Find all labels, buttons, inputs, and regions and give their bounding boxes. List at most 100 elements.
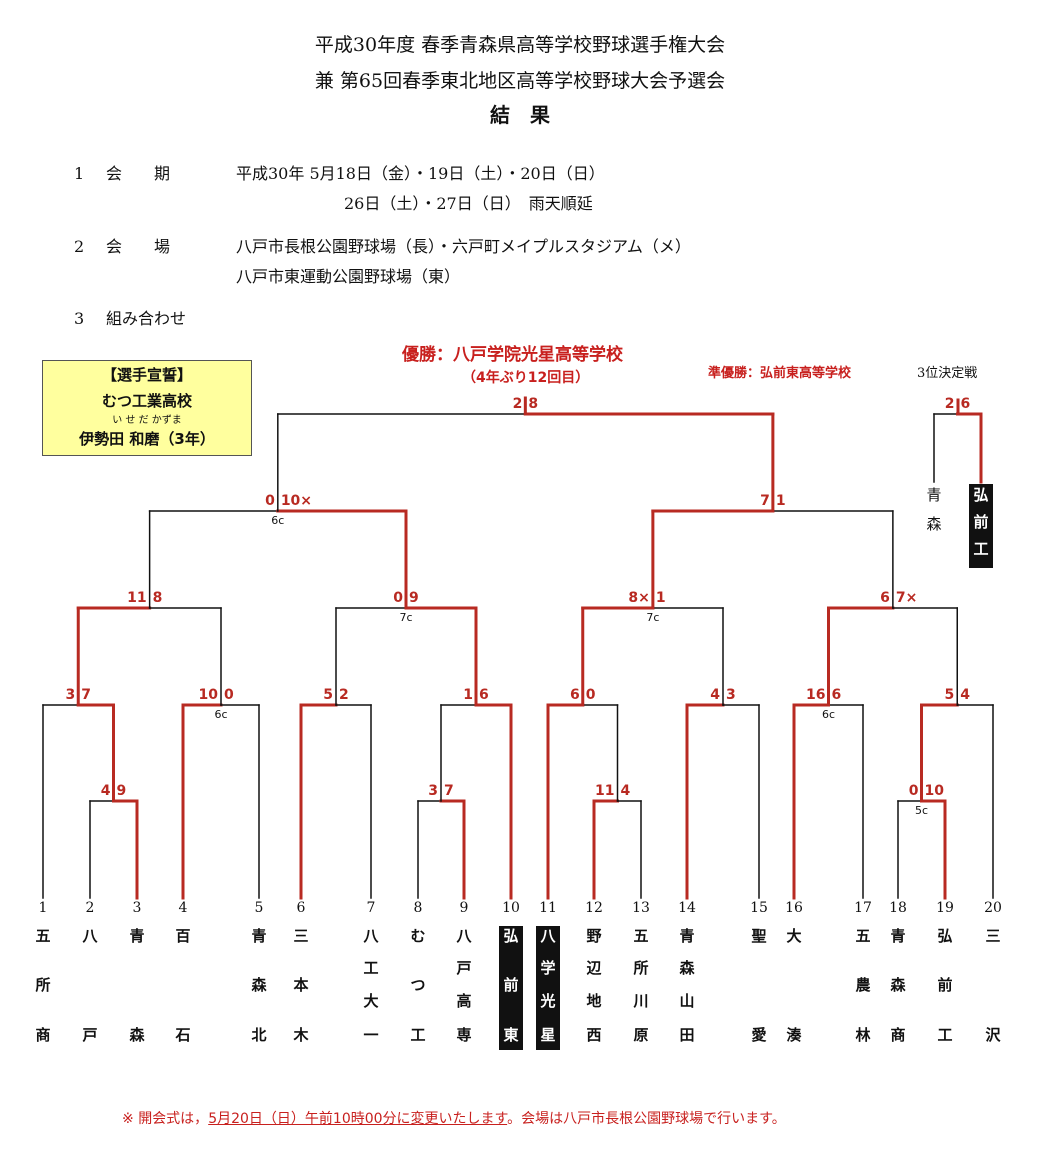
- third-place-winner-highlight: [969, 484, 993, 568]
- team-name-char: 森: [890, 976, 906, 994]
- score-left: 0: [265, 493, 275, 509]
- team-name-char: 大: [786, 927, 802, 945]
- team-name-char: 野: [586, 927, 602, 945]
- score-right: 0: [586, 687, 596, 703]
- team-name-char: 本: [293, 976, 309, 994]
- team-name-char: 所: [633, 959, 649, 977]
- team-name-char: 原: [633, 1026, 649, 1044]
- innings-note: 6c: [822, 708, 835, 721]
- oath-school: むつ工業高校: [101, 392, 192, 410]
- team-number: 10: [502, 900, 520, 916]
- score-right: 1: [776, 493, 786, 509]
- info-item1-label: 会 期: [106, 164, 171, 183]
- score-right: 1: [656, 590, 666, 606]
- team-name-char: 工: [937, 1026, 953, 1044]
- team-name-char: 商: [890, 1026, 906, 1044]
- team-name-char: 八: [363, 927, 379, 945]
- score-left: 7: [760, 493, 770, 509]
- team-name-char: 青: [129, 927, 145, 945]
- team-name-char: 林: [855, 1026, 871, 1044]
- champion-note: （4年ぶり12回目）: [462, 370, 590, 386]
- team-number: 9: [459, 900, 469, 916]
- score-right: 8: [153, 590, 163, 606]
- team-name-char: 愛: [751, 1026, 767, 1044]
- team-name-char: 西: [586, 1026, 602, 1044]
- team-number: 15: [750, 900, 768, 916]
- score-left: 0: [393, 590, 403, 606]
- score-right: 9: [409, 590, 419, 606]
- score-right: 0: [224, 687, 234, 703]
- info-item1-value1: 平成30年 5月18日（金）・19日（土）・20日（日）: [236, 164, 605, 183]
- innings-note: 5c: [915, 804, 928, 817]
- team-number: 2: [85, 900, 95, 916]
- score-right: 6: [832, 687, 842, 703]
- third-place-label: 3位決定戦: [917, 366, 978, 381]
- team-number: 13: [632, 900, 650, 916]
- team-name-char: 弘: [503, 927, 519, 945]
- team-number: 12: [585, 900, 603, 916]
- score-left: 5: [945, 687, 955, 703]
- team-name-char: 工: [410, 1026, 426, 1044]
- info-item2-label: 会 場: [106, 237, 171, 256]
- team-name-char: 学: [540, 959, 556, 977]
- team-name-char: 田: [679, 1026, 695, 1044]
- team-name-char: 高: [456, 992, 472, 1010]
- team-name-char: 森: [251, 976, 267, 994]
- score-left: 4: [101, 783, 111, 799]
- team-number: 17: [854, 900, 872, 916]
- team-number: 4: [178, 900, 188, 916]
- team-name-char: 森: [129, 1026, 145, 1044]
- team-name-char: 沢: [985, 1026, 1001, 1044]
- footer-text-c: 。会場は八戸市長根公園野球場で行います。: [507, 1111, 786, 1127]
- score-right: 4: [621, 783, 631, 799]
- footer-text-b: 5月20日（日）午前10時00分に変更いたします: [208, 1111, 508, 1127]
- score-left: 0: [909, 783, 919, 799]
- score-right: 9: [117, 783, 127, 799]
- player-oath-box: 【選手宣誓】 むつ工業高校 い せ だ かずま 伊勢田 和磨（3年）: [42, 360, 252, 456]
- team-name-char: 湊: [786, 1026, 802, 1044]
- score-right: 10: [925, 783, 945, 799]
- team-name-char: 一: [363, 1026, 379, 1044]
- score-left: 8×: [628, 590, 649, 606]
- info-item1-number: 1: [74, 164, 85, 183]
- team-name-char: 聖: [751, 927, 767, 945]
- team-name-char: 東: [503, 1026, 519, 1044]
- team-name-char: 辺: [586, 959, 602, 977]
- team-name-char: 青: [251, 927, 267, 945]
- team-number: 5: [254, 900, 264, 916]
- champion-label: 優勝：八戸学院光星高等学校: [402, 345, 623, 365]
- team-name-char: 八: [540, 927, 556, 945]
- info-item3-label: 組み合わせ: [106, 309, 187, 328]
- team-number: 16: [785, 900, 803, 916]
- innings-note: 6c: [271, 514, 284, 527]
- score-left: 10: [199, 687, 219, 703]
- team-number: 20: [984, 900, 1002, 916]
- team-name-char: つ: [410, 976, 426, 994]
- oath-name: 伊勢田 和磨（3年）: [79, 430, 215, 448]
- team-number: 19: [936, 900, 954, 916]
- score-left: 4: [710, 687, 720, 703]
- team-name-char: 所: [35, 976, 51, 994]
- title-line-3: 結 果: [490, 103, 550, 127]
- third-place-right-team-char: 前: [973, 513, 988, 531]
- team-name-char: 工: [363, 959, 379, 977]
- team-highlight: [499, 926, 523, 1050]
- info-item3-number: 3: [74, 309, 85, 328]
- team-name-char: 五: [35, 927, 51, 945]
- innings-note: 6c: [214, 708, 227, 721]
- footer-mark: ※: [122, 1111, 134, 1127]
- score-left: 6: [880, 590, 890, 606]
- team-name-char: 前: [503, 976, 519, 994]
- team-name-char: 三: [985, 927, 1001, 945]
- team-name-char: 商: [35, 1026, 51, 1044]
- team-name-char: 北: [251, 1026, 267, 1044]
- score-right: 6: [479, 687, 489, 703]
- third-place-right-team-char: 弘: [973, 486, 988, 504]
- team-name-char: 戸: [456, 959, 472, 977]
- team-name-char: 前: [937, 976, 953, 994]
- info-item2-number: 2: [74, 237, 85, 256]
- team-name-char: 石: [175, 1026, 191, 1044]
- title-line-2: 兼 第65回春季東北地区高等学校野球大会予選会: [314, 70, 726, 92]
- title-line-1: 平成30年度 春季青森県高等学校野球選手権大会: [314, 34, 726, 56]
